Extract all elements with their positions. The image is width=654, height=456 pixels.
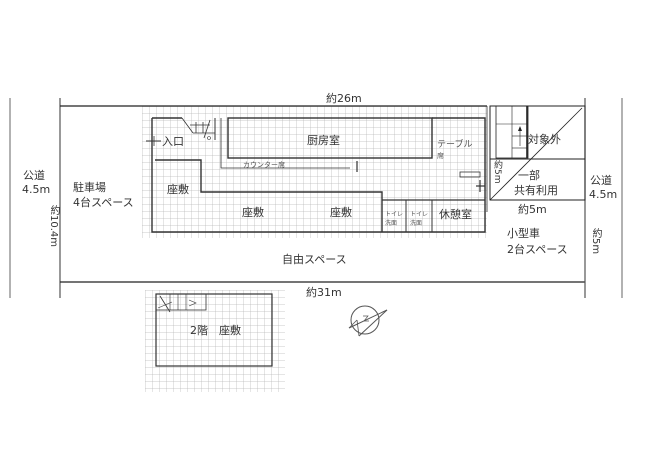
zashiki-1-label: 座敷	[167, 183, 189, 196]
bottom-width-dimension: 約31m	[306, 286, 342, 299]
zashiki-3-label: 座敷	[330, 206, 352, 219]
building-grid	[142, 106, 487, 238]
second-floor-wall	[155, 293, 273, 367]
table-seats-line1: テーブル	[437, 140, 473, 150]
excluded-label: 対象外	[528, 133, 561, 146]
annex-diagonal	[489, 107, 583, 201]
kitchen-label: 厨房室	[307, 134, 340, 147]
toilet-1-line1: トイレ	[385, 211, 404, 218]
right-road-width: 4.5m	[589, 188, 618, 201]
zashiki-2-label: 座敷	[242, 206, 264, 219]
main-building-wall	[151, 117, 486, 233]
kitchen-wall	[227, 117, 433, 159]
left-road-width: 4.5m	[22, 183, 51, 196]
entrance-label: 入口	[162, 135, 184, 148]
counter-line	[220, 118, 350, 169]
shared-line2: 共有利用	[514, 184, 558, 197]
left-road-name: 公道	[23, 169, 45, 182]
table-seats-line2: 席	[437, 152, 444, 160]
zashiki-partition	[155, 159, 383, 232]
toilet-2-line2: 洗面	[410, 220, 423, 227]
annex-width-dimension: 約5m	[518, 203, 547, 216]
annex-block	[489, 105, 586, 201]
second-floor-stairs	[155, 293, 207, 311]
second-floor-grid	[145, 290, 285, 392]
parking-main-line2: 4台スペース	[73, 196, 134, 209]
left-depth-dimension: 約10.4m	[48, 205, 59, 248]
counter-label: カウンター席	[243, 161, 285, 169]
toilet-1-line2: 洗面	[385, 220, 398, 227]
second-floor-label: 2階 座敷	[190, 324, 241, 337]
break-room-label: 休憩室	[439, 208, 472, 221]
right-road-name: 公道	[590, 174, 612, 187]
parking-main-line1: 駐車場	[73, 181, 106, 194]
free-space-label: 自由スペース	[282, 253, 347, 266]
parking-small-line2: 2台スペース	[507, 243, 568, 256]
right-depth-dimension: 約5m	[590, 228, 601, 255]
top-width-dimension: 約26m	[326, 92, 362, 105]
annex-depth-dimension: 約5m	[492, 160, 502, 184]
toilet-2-line1: トイレ	[410, 211, 429, 218]
parking-small-line1: 小型車	[507, 227, 540, 240]
compass-icon	[348, 305, 388, 337]
shared-line1: 一部	[518, 169, 540, 182]
